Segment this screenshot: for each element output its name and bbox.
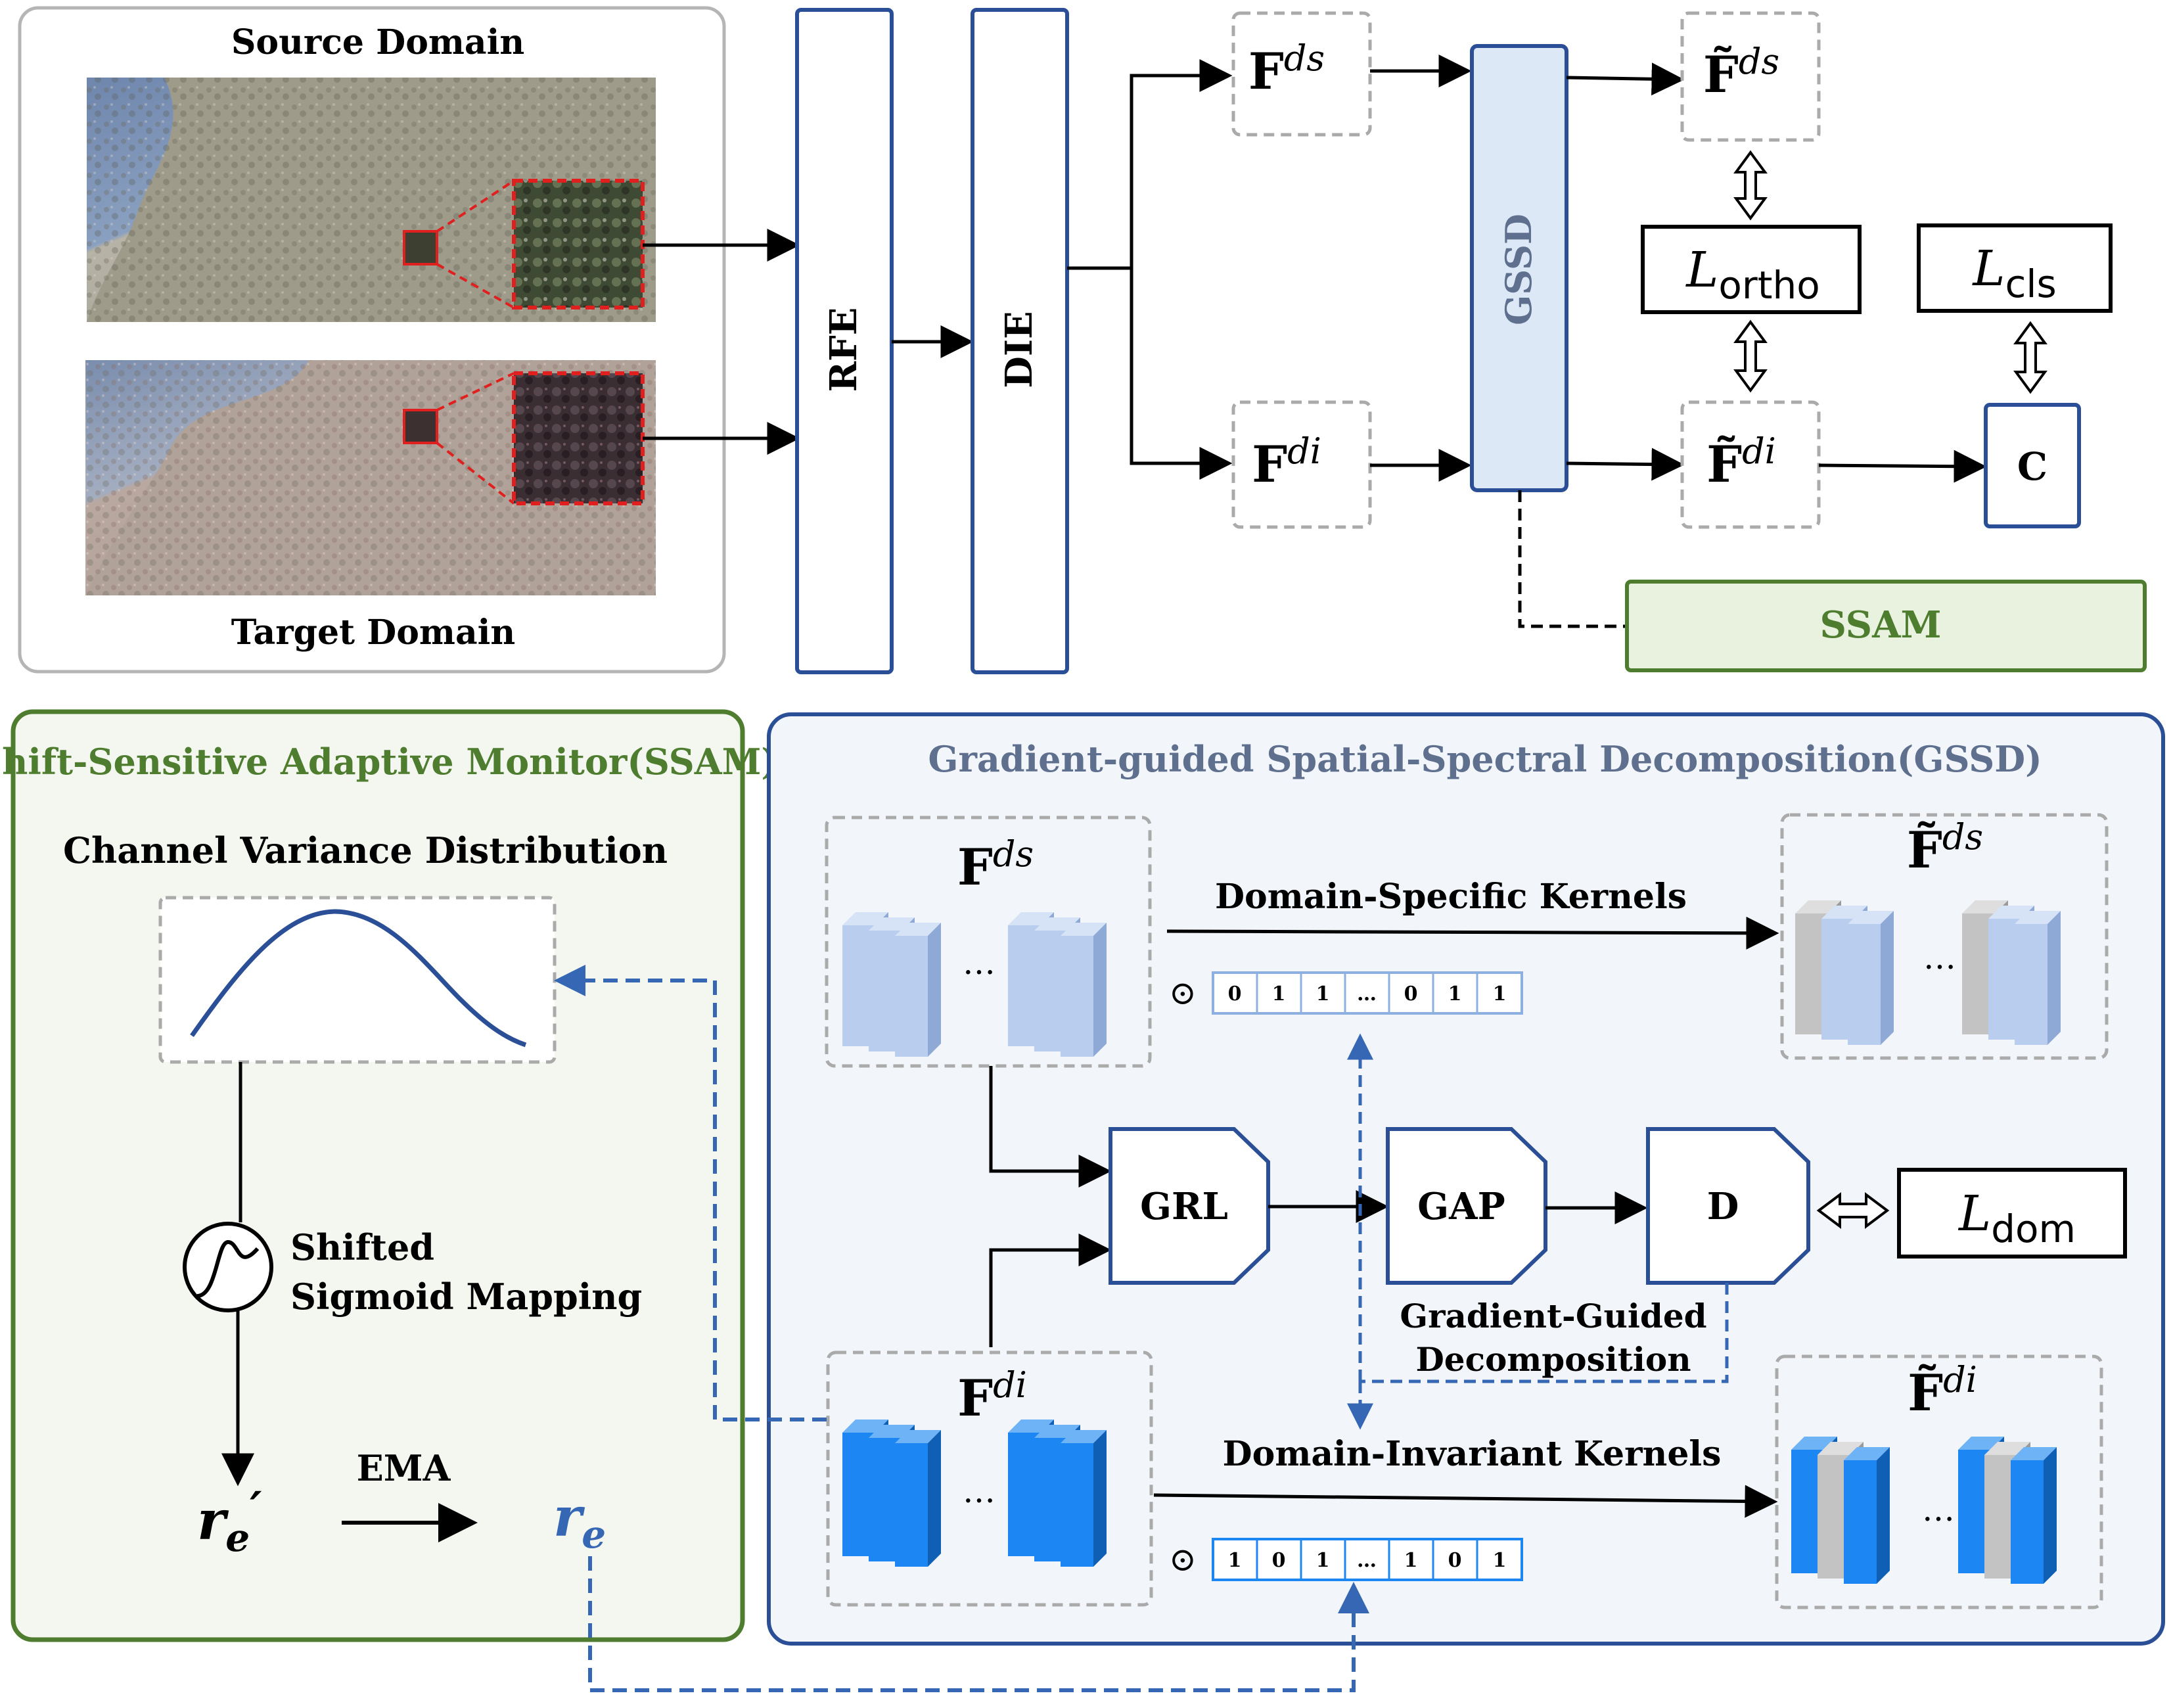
gssd-label: GSSD — [1498, 214, 1540, 325]
svg-text:…: … — [1357, 1549, 1377, 1572]
odot-di: ⊙ — [1169, 1540, 1197, 1579]
l-dom-box — [1897, 1168, 2127, 1258]
grl-label: GRL — [1140, 1185, 1228, 1228]
top-fds-tilde-text: F̃ds — [1703, 41, 1779, 104]
svg-text:1: 1 — [1272, 982, 1286, 1005]
target-domain-image — [85, 360, 656, 595]
svg-text:1: 1 — [1404, 1549, 1418, 1572]
top-fdi-tilde-box — [1680, 400, 1821, 529]
gssd-fds-tilde-text: F̃ds — [1907, 816, 1983, 879]
svg-text:…: … — [1357, 982, 1377, 1005]
top-fds-box — [1231, 11, 1372, 137]
shifted-label: Shifted — [290, 1226, 434, 1268]
sigmoid-icon — [183, 1222, 273, 1312]
svg-text:0: 0 — [1272, 1549, 1286, 1572]
variance-curve — [190, 909, 527, 1048]
ssam-block — [1625, 580, 2147, 672]
l-cls-text: Lcls — [1971, 241, 2056, 306]
svg-text:1: 1 — [1448, 982, 1462, 1005]
gg-decomp-label-1: Gradient-Guided — [1400, 1297, 1706, 1335]
gssd-fdi-box — [826, 1350, 1153, 1607]
ssam-label: SSAM — [1819, 603, 1941, 647]
fdi-cubes: … — [842, 1419, 1107, 1567]
classifier-box — [1984, 403, 2081, 528]
ds-kernels-label: Domain-Specific Kernels — [1215, 877, 1687, 917]
target-domain-label: Target Domain — [231, 612, 515, 653]
arrow-die-split — [1067, 59, 1233, 270]
grl-block — [1109, 1127, 1270, 1285]
gssd-fdi-tilde-box — [1775, 1354, 2103, 1609]
top-fdi-tilde-text: F̃di — [1706, 430, 1776, 494]
fdi-to-variance-feedback — [554, 965, 827, 1421]
odot-ds: ⊙ — [1169, 974, 1197, 1012]
l-ortho-box — [1641, 225, 1862, 314]
top-fds-text: Fds — [1248, 37, 1325, 101]
source-domain-image — [87, 78, 656, 322]
fdi-tilde-ellipsis: … — [1922, 1490, 1955, 1529]
l-ortho-text: Lortho — [1685, 242, 1819, 308]
fds-cubes: … — [842, 912, 1107, 1057]
arrow-fds-to-grl — [989, 1066, 1112, 1188]
die-block — [971, 8, 1069, 674]
svg-text:0: 0 — [1448, 1549, 1462, 1572]
svg-text:0: 0 — [1228, 982, 1242, 1005]
double-arrow-lortho-fdi — [1733, 319, 1768, 393]
arrow-gssd-to-fds-tilde — [1566, 62, 1685, 96]
gssd-fds-box — [825, 816, 1152, 1068]
l-dom-text: Ldom — [1957, 1186, 2076, 1251]
di-kernels-label: Domain-Invariant Kernels — [1223, 1434, 1722, 1474]
top-fds-tilde-box — [1680, 11, 1821, 142]
top-fdi-text: Fdi — [1252, 430, 1321, 494]
arrow-fdi-tilde-to-c — [1818, 450, 1987, 483]
svg-text:1: 1 — [1493, 982, 1507, 1005]
re-prime-text: re′ — [197, 1481, 262, 1560]
d-block — [1646, 1127, 1810, 1285]
svg-text:1: 1 — [1228, 1549, 1242, 1572]
double-arrow-d-ldom — [1816, 1192, 1890, 1229]
l-cls-box — [1917, 223, 2113, 313]
gssd-title: Gradient-guided Spatial-Spectral Decompo… — [928, 738, 2042, 780]
mask-ds: 0 1 1 … 0 1 1 — [1212, 971, 1523, 1015]
svg-text:1: 1 — [1493, 1549, 1507, 1572]
gssd-fds-text: Fds — [957, 833, 1034, 896]
mask-di: 1 0 1 … 1 0 1 — [1212, 1538, 1523, 1581]
rfe-label: RFE — [822, 308, 865, 392]
arrow-die-to-fdi — [1130, 268, 1233, 480]
arrow-ds-kernels — [1166, 916, 1779, 950]
gradient-feedback-line — [1360, 1283, 1729, 1383]
arrow-di-kernels — [1153, 1485, 1778, 1518]
fds-ellipsis: … — [963, 944, 995, 982]
fds-tilde-ellipsis: … — [1923, 938, 1956, 977]
gg-decomp-label-2: Decomposition — [1415, 1340, 1691, 1379]
classifier-label: C — [2017, 444, 2047, 489]
gssd-fds-tilde-box — [1780, 813, 2109, 1060]
die-label: DIE — [997, 311, 1041, 388]
variance-plot-box — [158, 896, 557, 1064]
arrow-gssd-to-fdi-tilde — [1566, 448, 1685, 481]
fdi-ellipsis: … — [963, 1472, 995, 1510]
svg-text:1: 1 — [1316, 1549, 1330, 1572]
gssd-fdi-text: Fdi — [957, 1364, 1027, 1427]
gap-label: GAP — [1417, 1185, 1505, 1228]
gssd-fdi-tilde-text: F̃di — [1908, 1359, 1977, 1422]
ema-label: EMA — [357, 1447, 451, 1489]
fds-tilde-cubes: … — [1795, 900, 2061, 1045]
double-arrow-lcls-c — [2013, 321, 2047, 394]
source-domain-label: Source Domain — [231, 22, 524, 62]
sigmoid-mapping-label: Sigmoid Mapping — [290, 1276, 642, 1318]
svg-text:0: 0 — [1404, 982, 1418, 1005]
double-arrow-fds-lortho — [1733, 150, 1768, 221]
gap-block — [1386, 1127, 1547, 1285]
channel-variance-label: Channel Variance Distribution — [63, 829, 668, 871]
re-text: re — [553, 1486, 606, 1557]
fdi-tilde-cubes: … — [1791, 1437, 2057, 1584]
gssd-ssam-connector — [1518, 490, 1627, 628]
arrow-fdi-to-grl — [989, 1234, 1112, 1347]
re-to-di-mask — [588, 1556, 1369, 1692]
ssam-title: Shift-Sensitive Adaptive Monitor(SSAM) — [0, 741, 778, 783]
d-label: D — [1707, 1185, 1739, 1228]
svg-text:1: 1 — [1316, 982, 1330, 1005]
